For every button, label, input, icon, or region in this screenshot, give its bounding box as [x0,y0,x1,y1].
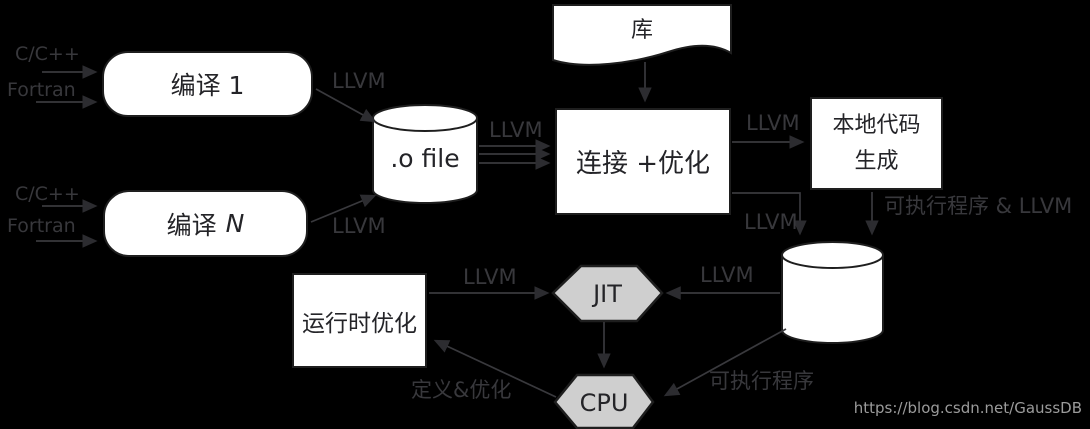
llvm-label-compileN: LLVM [332,214,386,238]
compileN-label-prefix: 编译 [166,210,217,240]
compileN-node: 编译 N [103,190,308,257]
csdn-watermark: https://blog.csdn.net/GaussDB [853,399,1082,417]
cpp-label-top: C/C++ [15,43,80,65]
executable-label: 可执行程序 [709,369,814,393]
compileN-label-n: N [225,209,245,238]
compile1-node: 编译 1 [102,51,313,117]
arrow-cpu-to-runtime [433,339,557,398]
arrow-compile1-to-ofile [315,88,377,123]
library-document-shape [552,4,732,66]
link-optimize-node: 连接 +优化 [555,108,731,215]
runtime-optimize-node: 运行时优化 [292,273,427,368]
cpu-hexagon [553,373,655,429]
llvm-label-compile1: LLVM [332,69,386,93]
arrow-compileN-to-ofile [310,194,377,223]
llvm-label-cylinder-jit: LLVM [700,263,754,287]
ofile-cylinder-body [372,118,478,204]
arrow-link-to-exe-cylinder [732,192,807,236]
exe-cylinder-body [781,255,884,344]
link-optimize-label: 连接 +优化 [575,149,711,179]
exe-and-llvm-label: 可执行程序 & LLVM [884,194,1073,218]
define-optimize-label: 定义&优化 [411,378,512,402]
native-codegen-line2: 生成 [854,148,899,174]
llvm-label-runtime-jit: LLVM [463,265,517,289]
exe-cylinder-top [781,241,884,269]
ofile-cylinder-top [372,104,478,132]
native-codegen-node: 本地代码 生成 [810,97,943,190]
cpp-label-bottom: C/C++ [15,183,80,205]
fortran-label-bottom: Fortran [7,215,76,237]
arrow-exe-cylinder-to-cpu [663,328,787,397]
compile1-label: 编译 1 [170,71,245,100]
llvm-label-link-native: LLVM [746,111,800,135]
fortran-label-top: Fortran [7,79,76,101]
runtime-optimize-label: 运行时优化 [302,310,417,337]
jit-hexagon [551,264,664,323]
native-codegen-line1: 本地代码 [832,112,921,138]
llvm-label-ofile-link: LLVM [489,118,543,142]
llvm-label-link-cylinder: LLVM [744,210,798,234]
